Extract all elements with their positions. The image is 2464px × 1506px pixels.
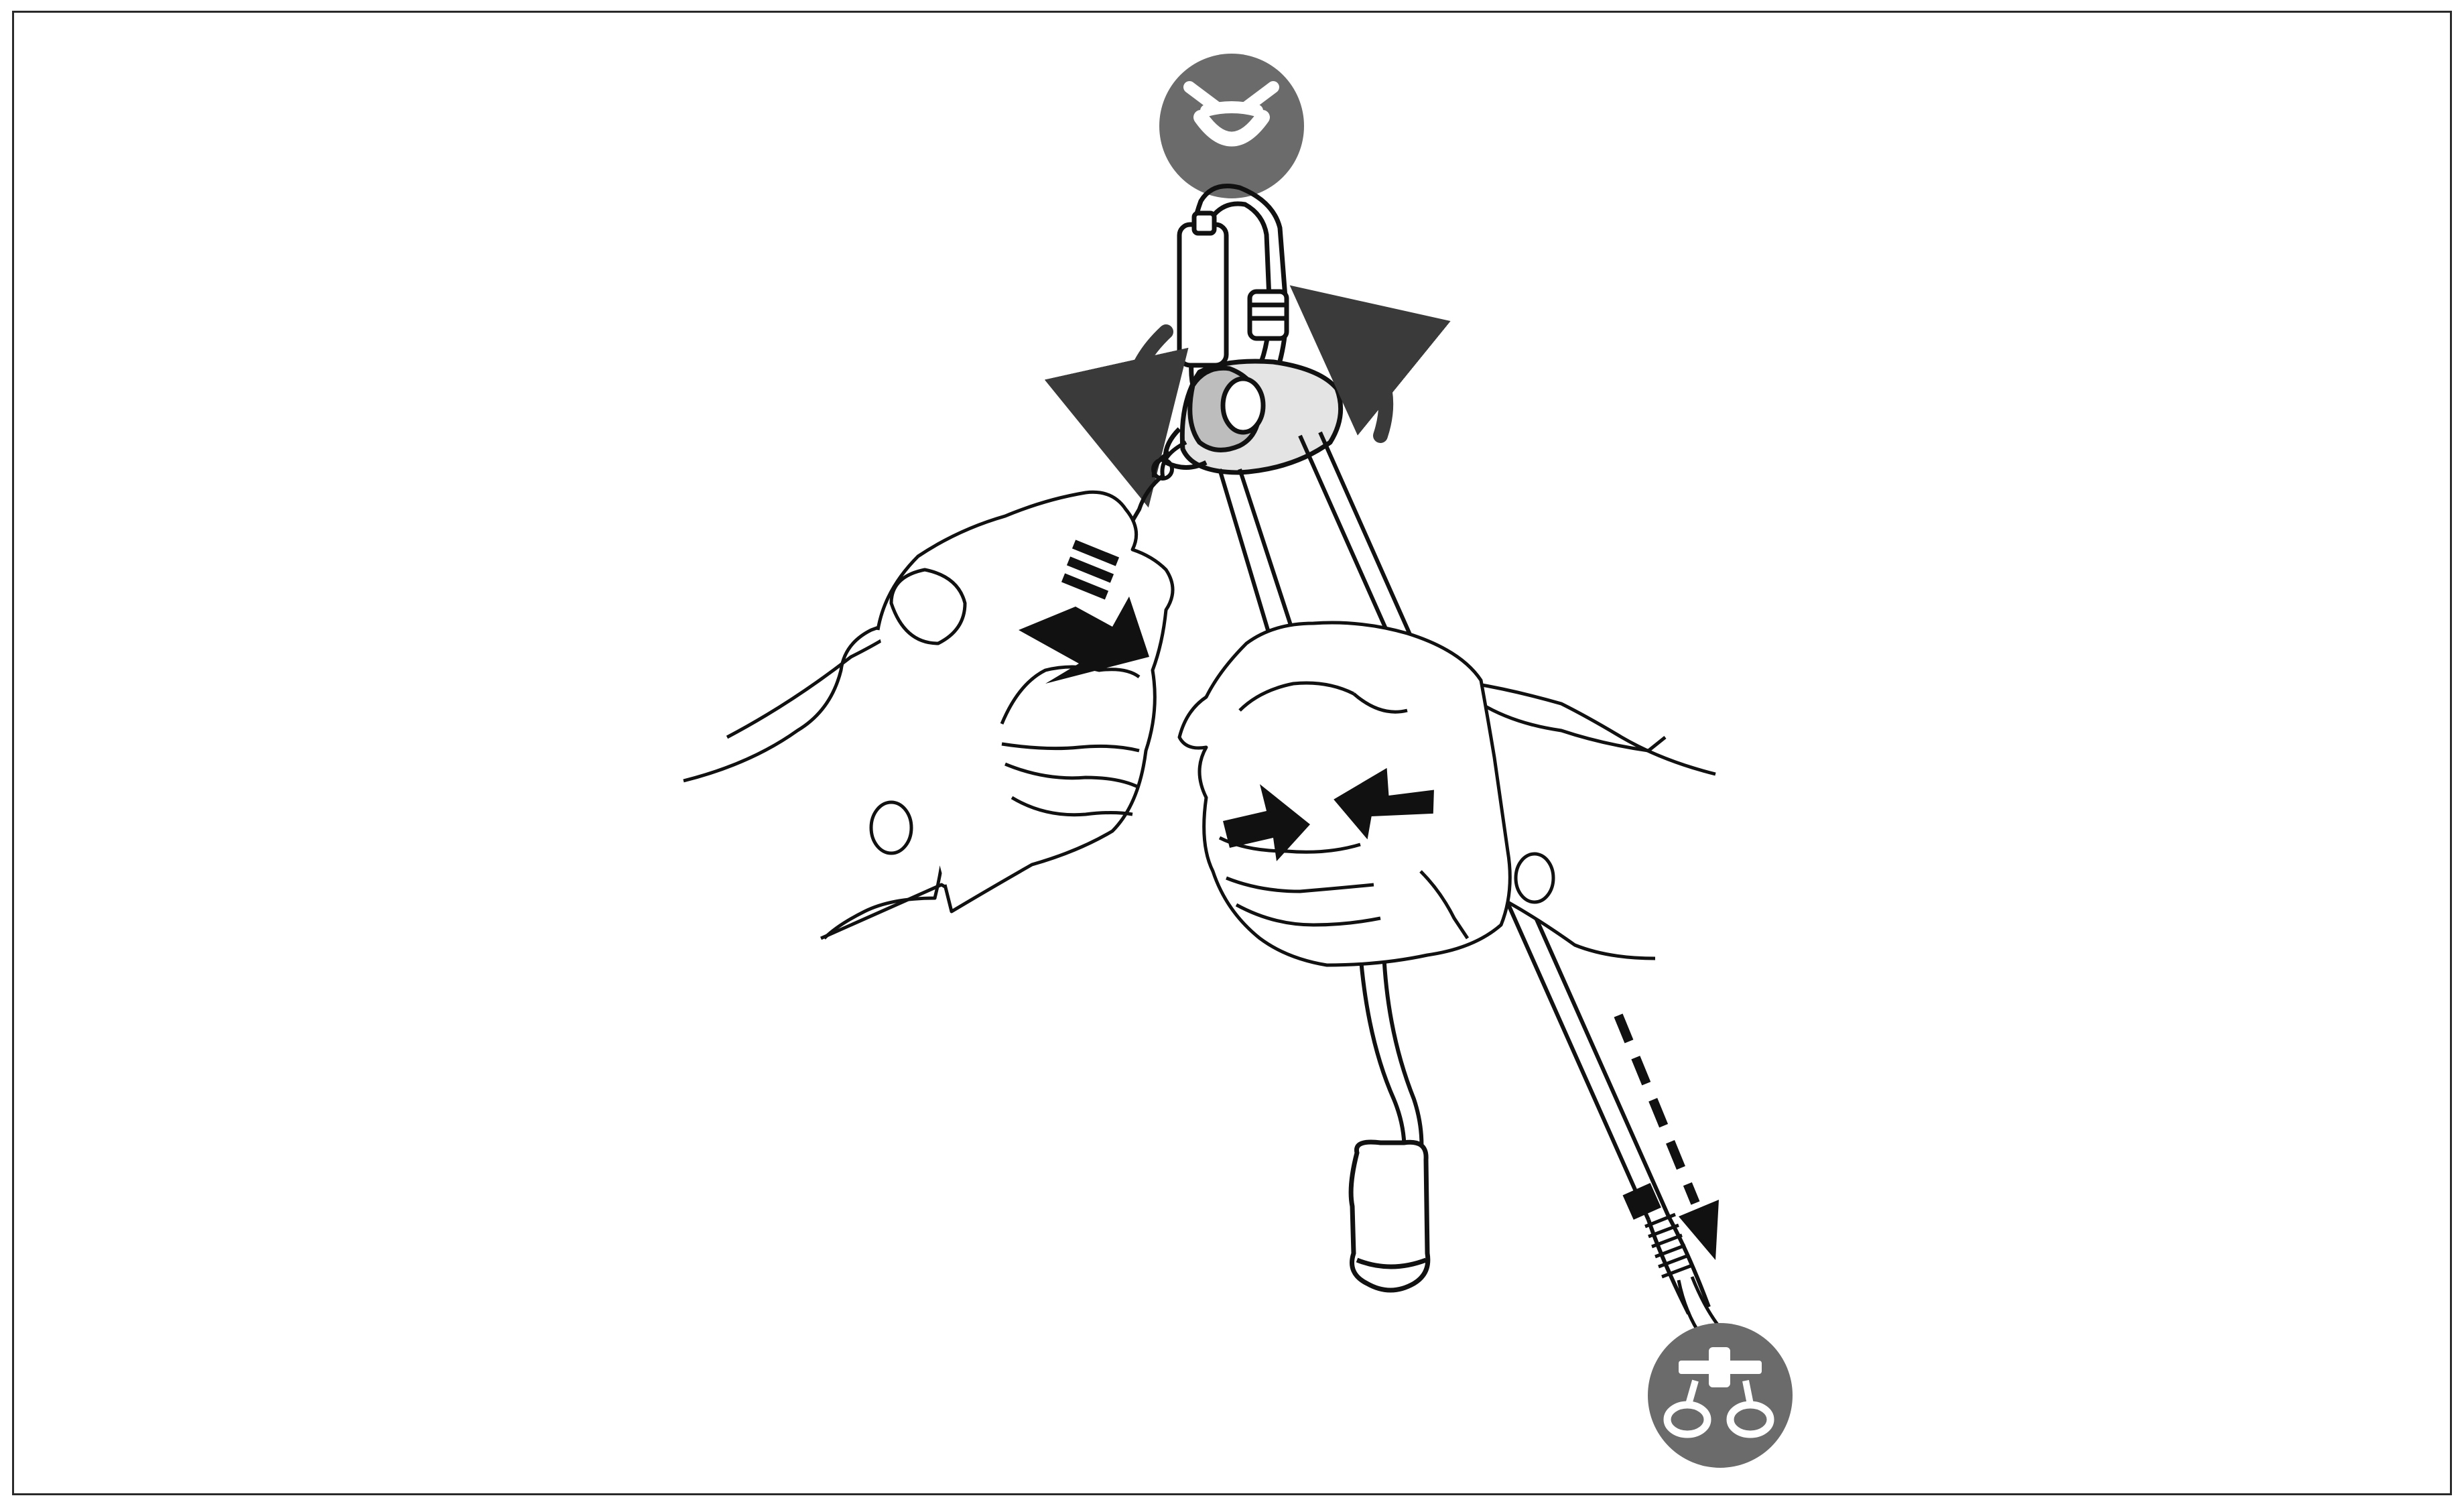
anchor-point-icon (1159, 54, 1304, 198)
harness-icon (1648, 1323, 1793, 1468)
rope-end-cap (1351, 1142, 1428, 1290)
right-hand (1179, 623, 1715, 965)
